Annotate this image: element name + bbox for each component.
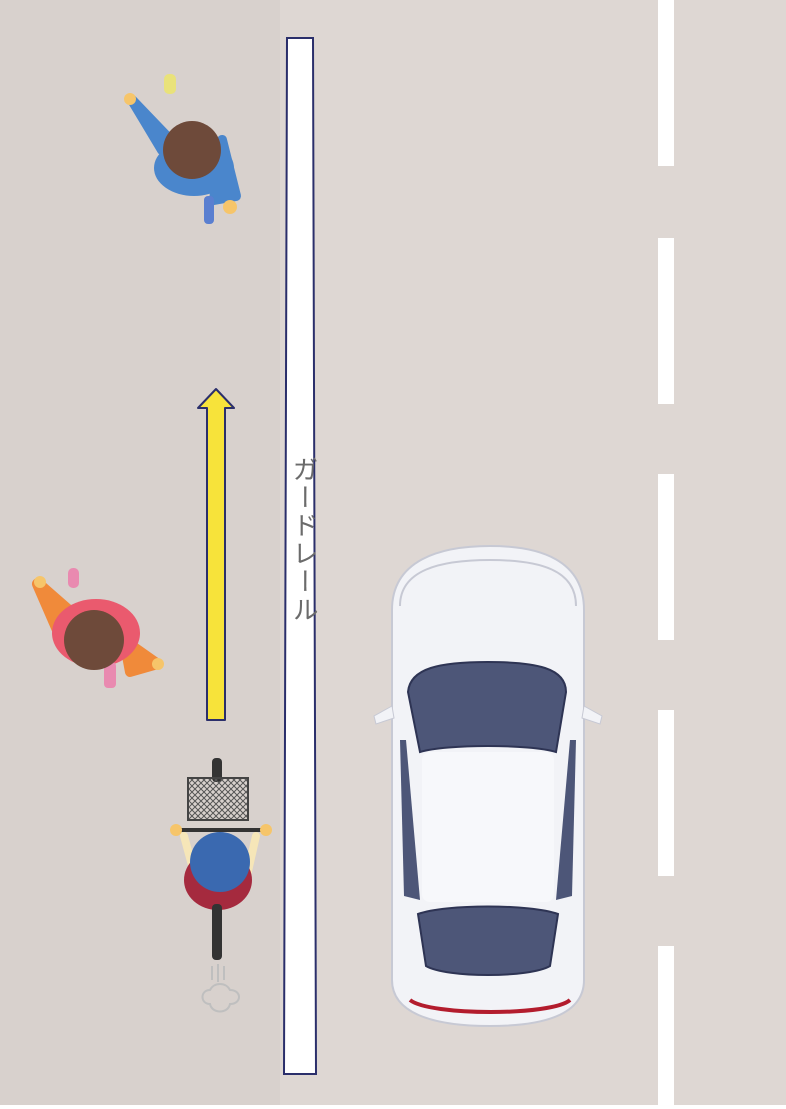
exhaust-puff-icon (201, 964, 240, 1013)
lane-marking (658, 0, 674, 1105)
sidewalk (0, 0, 280, 1105)
arrow-up-icon (197, 388, 235, 721)
side-mirror-right (581, 705, 603, 725)
guardrail (282, 37, 318, 1075)
rear-window (416, 905, 560, 976)
pedestrian-icon (32, 568, 164, 688)
windshield (406, 660, 568, 754)
cyclist-icon (170, 758, 272, 960)
pedestrian-icon (124, 74, 241, 224)
guardrail-label: ガードレール (288, 456, 318, 624)
car-roof (422, 752, 554, 902)
side-mirror-left (373, 705, 395, 725)
car-icon (373, 544, 603, 1028)
